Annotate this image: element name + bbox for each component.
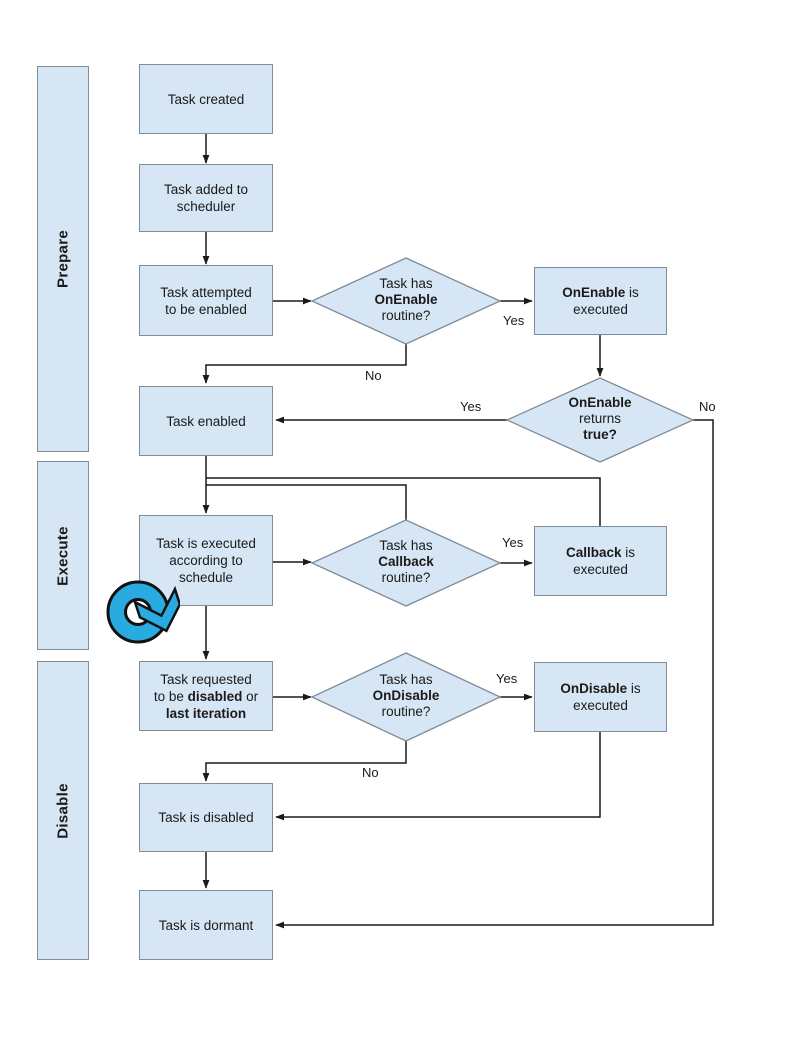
diamond-has-onenable-label: Task has OnEnable routine? <box>374 276 438 323</box>
edge-label-has-callback-yes: Yes <box>502 535 524 550</box>
edge-ondisableexec-to-disabled <box>275 732 601 821</box>
node-onenable-executed: OnEnable is executed <box>534 267 667 335</box>
edge-label-returns-true-yes: Yes <box>460 399 482 414</box>
node-task-added-to-scheduler: Task added to scheduler <box>139 164 273 232</box>
lane-prepare-label: Prepare <box>54 230 72 288</box>
edge-label-has-onenable-yes: Yes <box>503 313 525 328</box>
edge-label-has-ondisable-no: No <box>362 765 379 780</box>
node-task-executed: Task is executed according to schedule <box>139 515 273 606</box>
node-task-enabled: Task enabled <box>139 386 273 456</box>
edge-returnstrue-no <box>275 419 714 929</box>
diamond-has-callback-label: Task has Callback routine? <box>378 538 434 585</box>
edge-hasonenable-no <box>202 344 407 384</box>
edge-label-returns-true-no: No <box>699 399 716 414</box>
edge-label-has-ondisable-yes: Yes <box>496 671 518 686</box>
node-callback-executed: Callback is executed <box>534 526 667 596</box>
diamond-onenable-returns-true-label: OnEnable returns true? <box>568 395 632 442</box>
diamond-has-ondisable-label: Task has OnDisable routine? <box>372 672 440 719</box>
diamond-has-ondisable <box>310 652 502 742</box>
lane-disable-label: Disable <box>54 782 72 839</box>
node-task-requested-disabled: Task requested to be disabled or last it… <box>139 661 273 731</box>
edge-hascallback-return-loop <box>206 484 407 520</box>
node-ondisable-executed: OnDisable is executed <box>534 662 667 732</box>
diamond-has-callback <box>310 519 502 607</box>
lane-prepare: Prepare <box>37 66 89 452</box>
edge-label-has-onenable-no: No <box>365 368 382 383</box>
lane-execute: Execute <box>37 461 89 650</box>
lane-disable: Disable <box>37 661 89 960</box>
edge-hasondisable-no <box>202 741 407 782</box>
diamond-onenable-returns-true <box>505 377 695 463</box>
diamond-has-onenable <box>310 257 502 345</box>
node-task-disabled: Task is disabled <box>139 783 273 852</box>
node-task-dormant: Task is dormant <box>139 890 273 960</box>
lane-execute-label: Execute <box>54 525 72 586</box>
node-task-created: Task created <box>139 64 273 134</box>
edge-callbackexec-return-loop <box>206 477 601 526</box>
repeat-loop-icon <box>106 580 180 644</box>
node-task-attempted-enabled: Task attempted to be enabled <box>139 265 273 336</box>
